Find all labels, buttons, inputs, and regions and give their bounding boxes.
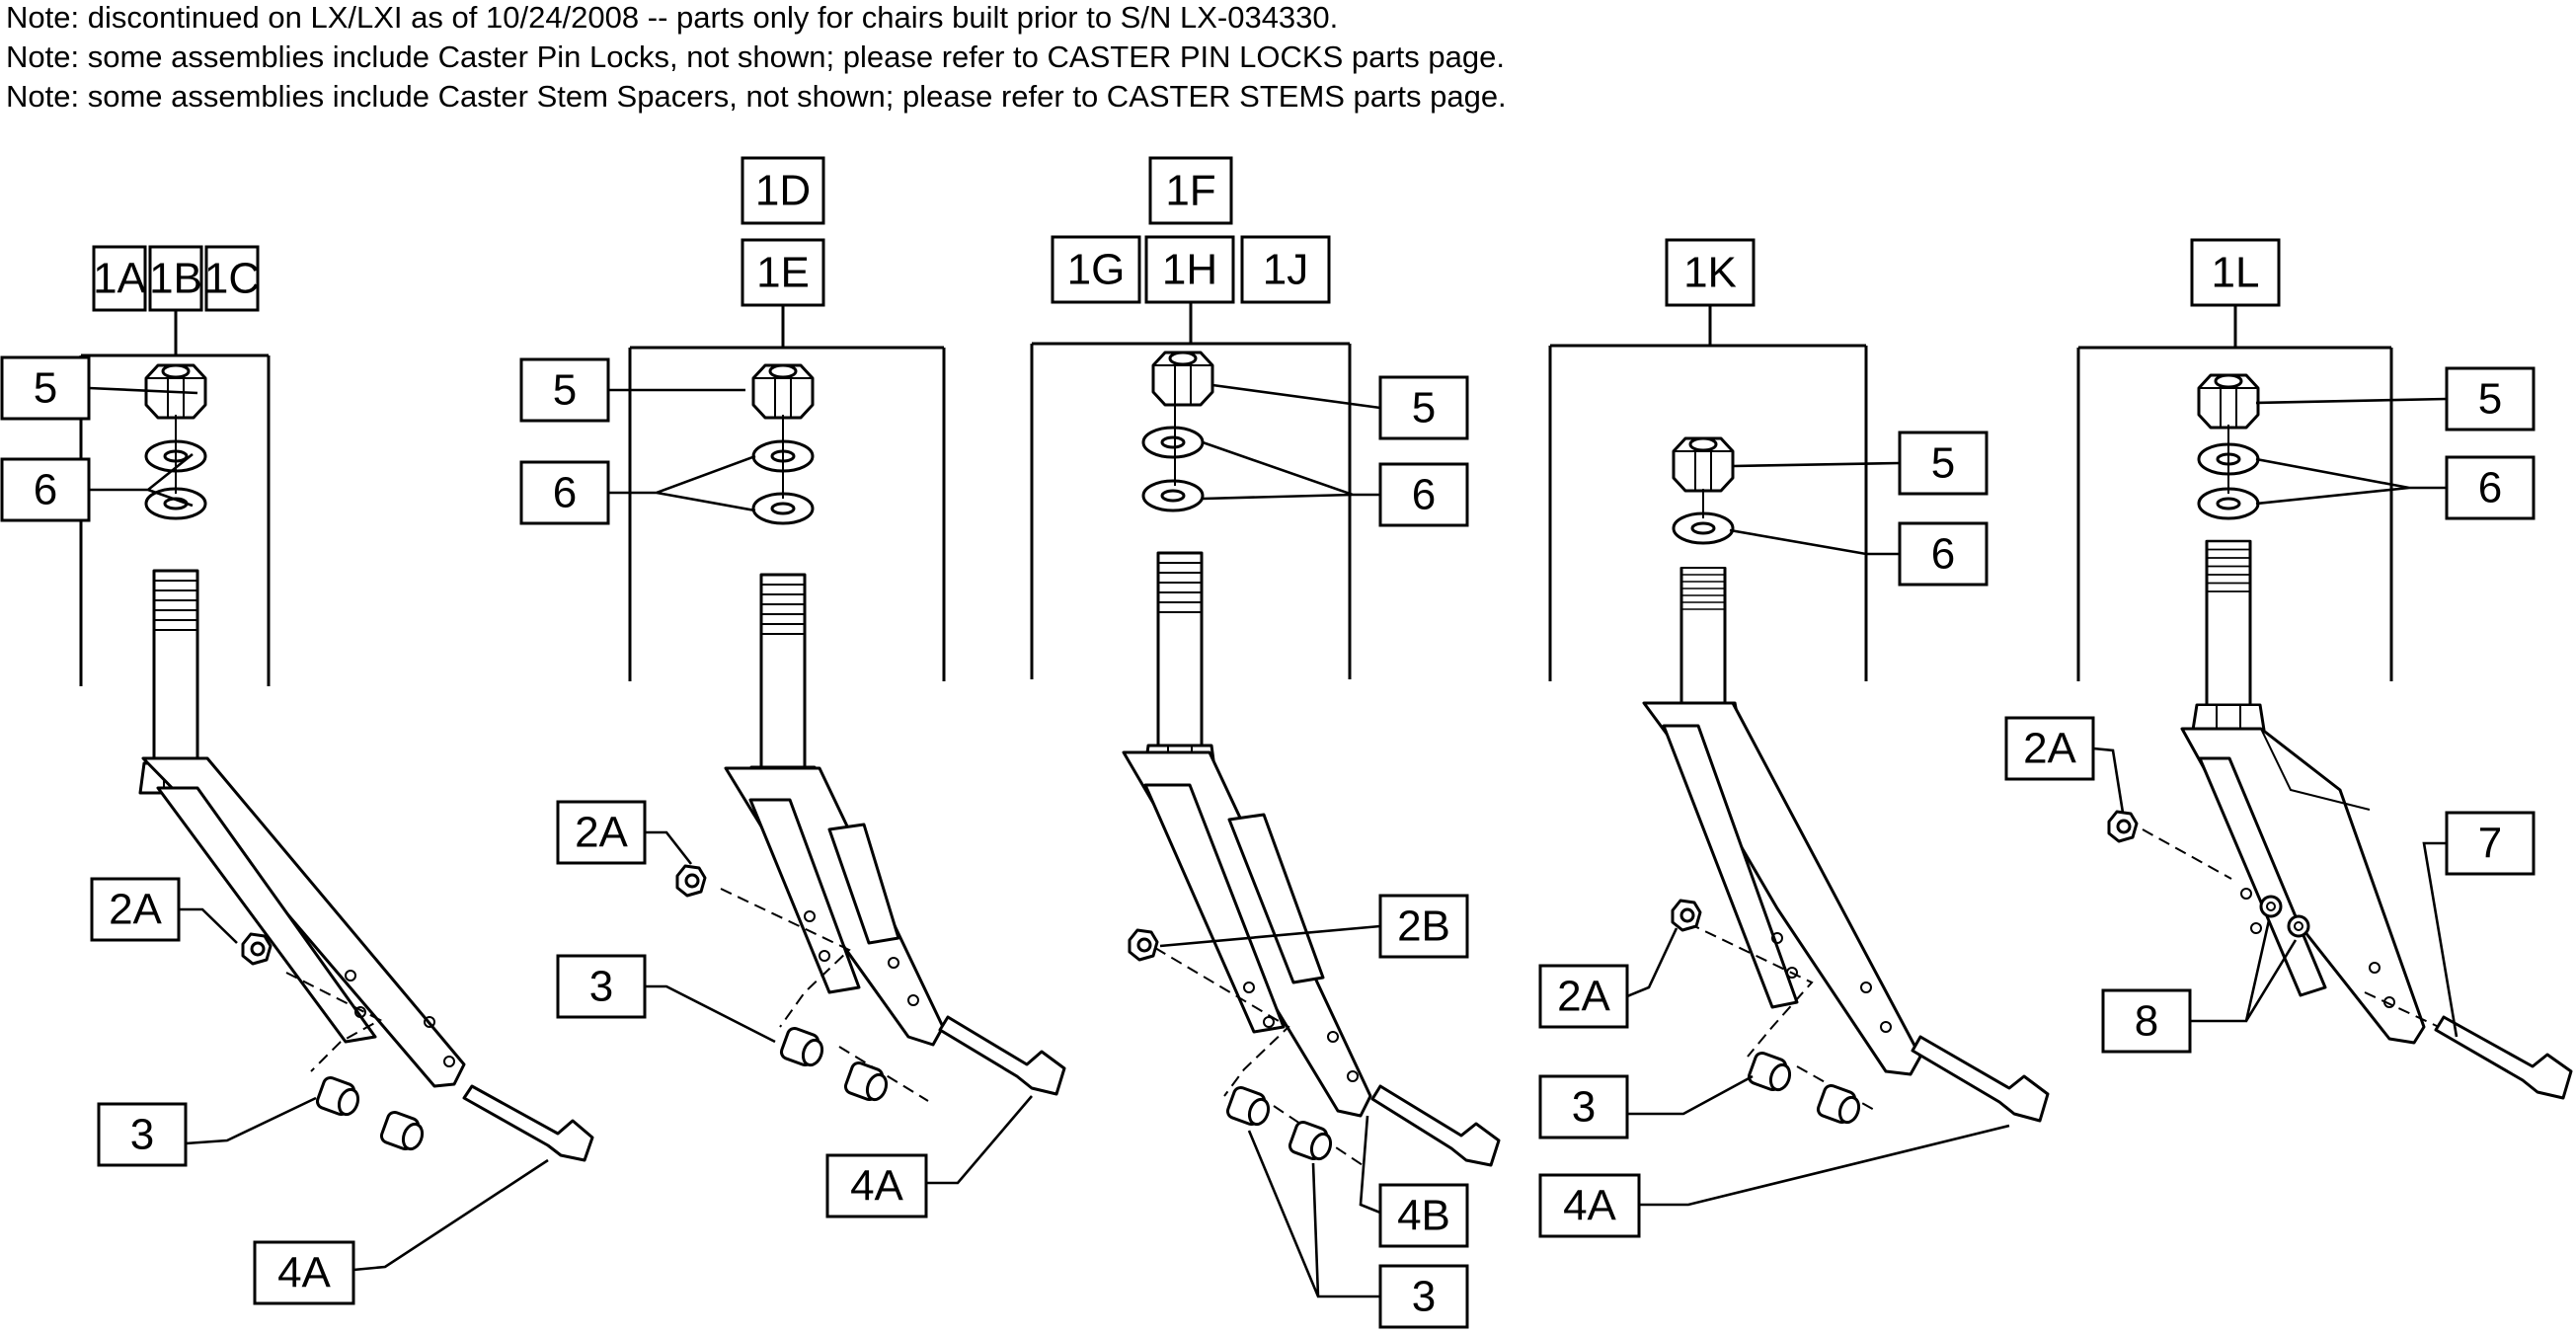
callout-2a: 2A [90, 877, 238, 944]
svg-text:1E: 1E [756, 249, 810, 297]
callout-5: 5 [519, 357, 745, 423]
svg-text:2A: 2A [1557, 973, 1610, 1021]
svg-text:1A: 1A [93, 255, 146, 303]
svg-text:6: 6 [1931, 530, 1955, 579]
svg-text:4A: 4A [850, 1162, 903, 1211]
group-label-1g: 1G [1051, 235, 1141, 304]
callout-5: 5 [1732, 431, 1989, 496]
svg-text:4B: 4B [1397, 1192, 1450, 1240]
callout-3: 3 [1247, 1130, 1469, 1329]
group-label-1d: 1D [741, 156, 825, 225]
callout-2a: 2A [556, 800, 693, 865]
assembly-1fghj: 1F 1G 1H 1J 5 [1030, 156, 1501, 1329]
callout-6: 6 [1202, 440, 1469, 527]
svg-text:6: 6 [2478, 464, 2502, 512]
svg-text:3: 3 [130, 1111, 154, 1159]
svg-text:3: 3 [1412, 1273, 1436, 1321]
group-label-1l: 1L [2190, 238, 2281, 307]
group-label-1a: 1A [92, 245, 147, 312]
assembly-1abc: 1A 1B 1C 5 6 [0, 245, 594, 1305]
group-label-1h: 1H [1144, 235, 1235, 304]
assembly-1de: 1D 1E 5 6 [519, 156, 1066, 1218]
svg-text:5: 5 [34, 364, 57, 413]
callout-7: 7 [2422, 811, 2536, 1038]
svg-text:1K: 1K [1683, 249, 1737, 297]
svg-text:1F: 1F [1165, 167, 1215, 215]
callout-2a: 2A [1538, 927, 1678, 1029]
note-discontinued: Note: discontinued on LX/LXI as of 10/24… [6, 0, 1338, 35]
callout-4a: 4A [825, 1095, 1033, 1218]
svg-text:5: 5 [2478, 375, 2502, 424]
svg-text:7: 7 [2478, 820, 2502, 868]
svg-text:3: 3 [1572, 1083, 1596, 1132]
svg-text:2A: 2A [2023, 725, 2076, 773]
assembly-1l: 1L 5 6 2A [2004, 238, 2573, 1100]
svg-text:6: 6 [34, 466, 57, 514]
callout-6: 6 [519, 454, 756, 525]
group-label-1j: 1J [1240, 235, 1331, 304]
svg-text:5: 5 [1412, 384, 1436, 432]
callout-3: 3 [556, 954, 776, 1044]
callout-4b: 4B [1359, 1115, 1469, 1248]
svg-text:6: 6 [1412, 471, 1436, 519]
svg-text:2A: 2A [109, 886, 162, 934]
note-caster-pin-locks: Note: some assemblies include Caster Pin… [6, 39, 1505, 74]
svg-text:2A: 2A [575, 809, 628, 857]
svg-text:6: 6 [553, 469, 577, 517]
callout-2a: 2A [2004, 716, 2125, 814]
callout-5: 5 [2255, 366, 2536, 432]
svg-text:2B: 2B [1397, 903, 1450, 951]
svg-text:4A: 4A [1563, 1182, 1616, 1230]
svg-text:3: 3 [589, 963, 613, 1011]
svg-text:1H: 1H [1162, 246, 1217, 294]
callout-3: 3 [97, 1096, 317, 1167]
svg-text:1B: 1B [149, 255, 202, 303]
callout-6: 6 [0, 452, 194, 522]
svg-text:1L: 1L [2212, 249, 2260, 297]
svg-text:1D: 1D [755, 167, 811, 215]
note-caster-stem-spacers: Note: some assemblies include Caster Ste… [6, 79, 1507, 114]
group-label-1f: 1F [1148, 156, 1233, 225]
svg-text:4A: 4A [277, 1249, 331, 1297]
assembly-1k: 1K 5 6 2A [1538, 238, 2050, 1238]
callout-6: 6 [2255, 455, 2536, 520]
svg-text:1G: 1G [1067, 246, 1126, 294]
svg-text:5: 5 [553, 366, 577, 415]
svg-text:1C: 1C [204, 255, 260, 303]
callout-3: 3 [1538, 1074, 1754, 1139]
group-label-1k: 1K [1665, 238, 1756, 307]
svg-text:5: 5 [1931, 439, 1955, 488]
svg-text:1J: 1J [1263, 246, 1308, 294]
callout-5: 5 [0, 355, 198, 421]
callout-6: 6 [1729, 521, 1989, 587]
svg-text:8: 8 [2135, 997, 2158, 1046]
group-label-1e: 1E [741, 238, 825, 307]
callout-4a: 4A [1538, 1124, 2010, 1238]
group-label-1b: 1B [148, 245, 203, 312]
callout-5: 5 [1211, 375, 1469, 440]
callout-2b: 2B [1159, 894, 1469, 959]
callout-8: 8 [2101, 919, 2298, 1054]
group-label-1c: 1C [204, 245, 260, 312]
callout-4a: 4A [253, 1158, 549, 1305]
